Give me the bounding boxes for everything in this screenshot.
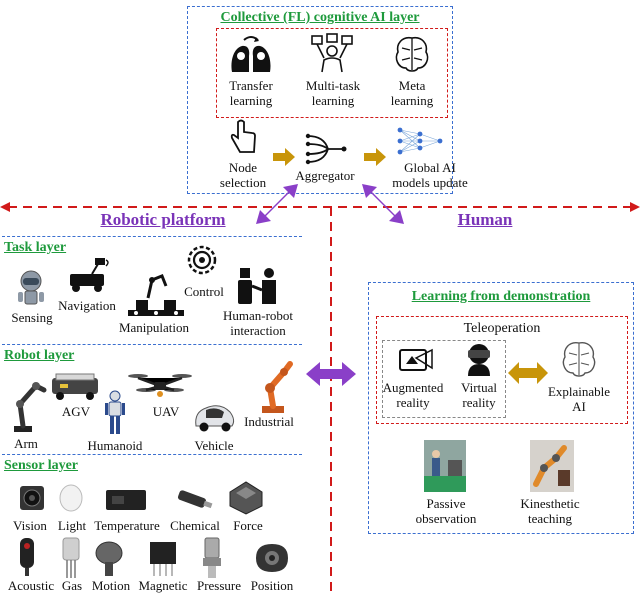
robotic-platform-title: Robotic platform — [100, 210, 226, 229]
gas-label: Gas — [61, 578, 83, 593]
vehicle-label: Vehicle — [194, 438, 234, 453]
vehicle-icon — [195, 405, 235, 432]
task-layer-box — [2, 236, 302, 345]
temperature-label: Temperature — [94, 518, 160, 533]
virtual-reality-label: Virtual reality — [460, 380, 498, 410]
kinesthetic-teaching-label: Kinesthetic teaching — [520, 496, 580, 526]
position-label: Position — [250, 578, 294, 593]
lfd-box — [368, 282, 634, 534]
robot-layer-title: Robot layer — [4, 348, 75, 363]
manipulation-label: Manipulation — [118, 320, 190, 335]
multi-task-learning-label: Multi-task learning — [305, 78, 361, 108]
position-sensor-icon — [256, 544, 288, 572]
navigation-robot-icon — [70, 258, 109, 292]
pressure-sensor-icon — [203, 537, 221, 578]
uav-drone-icon — [128, 374, 192, 397]
virtual-reality-icon — [468, 344, 490, 376]
uav-label: UAV — [152, 404, 180, 419]
light-sensor-icon — [59, 484, 83, 512]
vision-camera-icon — [20, 486, 44, 510]
sensing-label: Sensing — [11, 310, 53, 325]
humanoid-label: Humanoid — [87, 438, 143, 453]
transfer-learning-label: Transfer learning — [229, 78, 273, 108]
robot-arm-icon — [14, 382, 47, 432]
teleoperation-label: Teleoperation — [463, 321, 541, 336]
multi-task-learning-icon — [311, 33, 353, 73]
agv-icon — [52, 373, 98, 400]
temperature-sensor-icon — [106, 490, 146, 510]
gold-double-arrow-icon — [508, 362, 548, 384]
meta-learning-label: Meta learning — [390, 78, 434, 108]
force-sensor-icon — [229, 481, 263, 515]
vision-label: Vision — [13, 518, 47, 533]
kinesthetic-teaching-photo — [530, 440, 574, 492]
acoustic-label: Acoustic — [7, 578, 55, 593]
light-label: Light — [57, 518, 87, 533]
human-title: Human — [457, 210, 513, 229]
collective-ai-layer-title: Collective (FL) cognitive AI layer — [220, 10, 420, 25]
gold-arrow-icon — [364, 148, 386, 166]
sensing-robot-icon — [18, 270, 44, 305]
double-arrow-right-icon — [362, 184, 404, 224]
acoustic-sensor-icon — [20, 538, 34, 576]
teleoperation-box — [376, 316, 628, 424]
double-arrow-middle-icon — [306, 362, 356, 386]
collective-ai-layer-box — [187, 6, 453, 194]
arm-label: Arm — [14, 436, 38, 451]
magnetic-sensor-icon — [150, 542, 176, 576]
task-layer-title: Task layer — [4, 240, 67, 255]
chemical-sensor-icon — [177, 490, 213, 509]
gear-icon — [187, 245, 217, 275]
control-label: Control — [184, 284, 224, 299]
lfd-title: Learning from demonstration — [411, 289, 591, 304]
navigation-label: Navigation — [58, 298, 116, 313]
force-label: Force — [233, 518, 263, 533]
hand-pointer-icon — [230, 119, 256, 153]
manipulation-arm-icon — [128, 274, 184, 316]
human-robot-interaction-label: Human-robot interaction — [222, 308, 294, 338]
industrial-label: Industrial — [244, 414, 294, 429]
pressure-label: Pressure — [196, 578, 242, 593]
industrial-robot-icon — [262, 361, 293, 413]
gold-arrow-icon — [273, 148, 295, 166]
robot-layer-box — [2, 344, 302, 455]
passive-observation-photo — [424, 440, 466, 492]
motion-label: Motion — [91, 578, 131, 593]
brain-icon — [395, 36, 429, 72]
neural-network-icon — [397, 127, 443, 155]
gas-sensor-icon — [62, 537, 80, 578]
horizontal-divider — [0, 202, 640, 212]
augmented-reality-label: Augmented reality — [382, 380, 444, 410]
global-ai-models-label: Global AI models update — [392, 160, 468, 190]
vertical-divider — [330, 207, 332, 596]
ar-vr-box — [382, 340, 506, 418]
magnetic-label: Magnetic — [138, 578, 188, 593]
aggregator-icon — [305, 133, 347, 165]
agv-label: AGV — [61, 404, 91, 419]
motion-sensor-icon — [95, 541, 123, 576]
node-selection-label: Node selection — [219, 160, 267, 190]
explainable-ai-label: Explainable AI — [547, 384, 611, 414]
human-robot-interaction-icon — [238, 268, 276, 304]
humanoid-icon — [105, 390, 125, 434]
passive-observation-label: Passive observation — [415, 496, 477, 526]
transfer-learning-icon — [231, 36, 271, 72]
sensor-layer-title: Sensor layer — [4, 458, 79, 473]
aggregator-label: Aggregator — [295, 168, 355, 183]
learning-methods-box — [216, 28, 448, 118]
augmented-reality-icon — [399, 348, 433, 371]
chemical-label: Chemical — [170, 518, 220, 533]
explainable-ai-brain-icon — [562, 342, 596, 377]
double-arrow-left-icon — [256, 184, 298, 224]
sensor-layer-box — [2, 454, 302, 595]
